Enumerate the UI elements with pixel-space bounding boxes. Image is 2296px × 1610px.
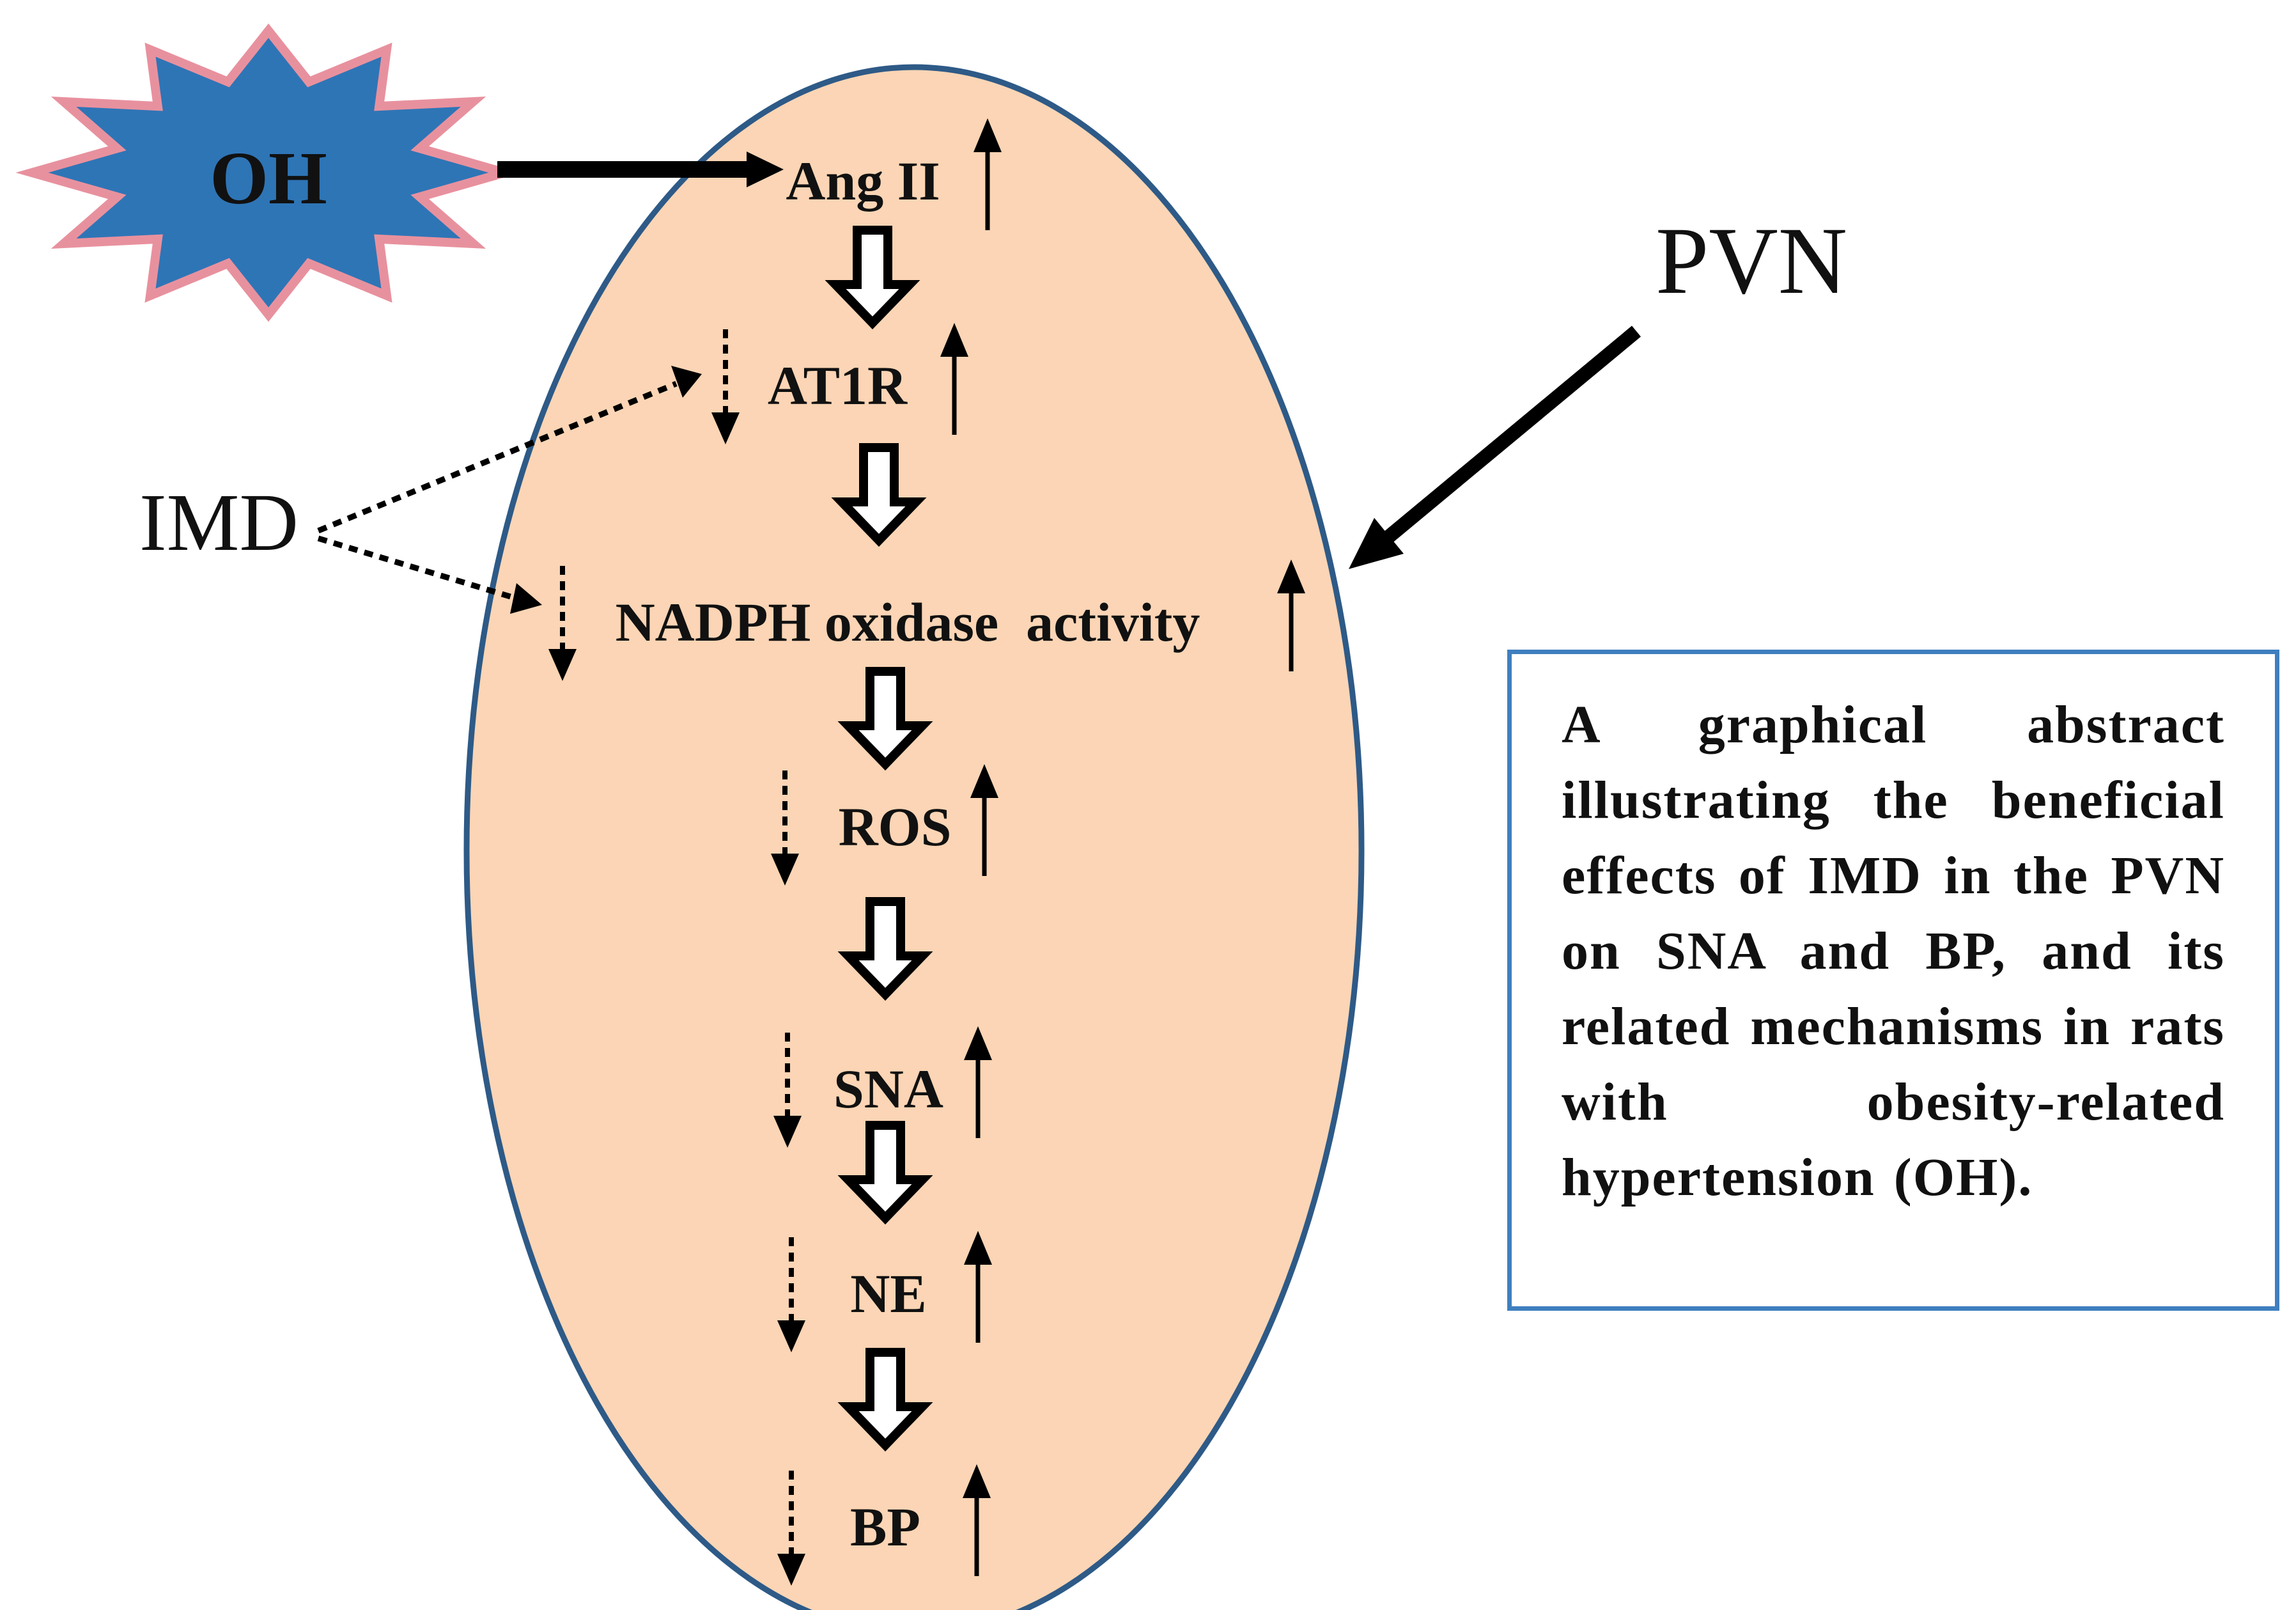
cascade-label-nadph-oxidase-activity: NADPH oxidase activity [616,591,1200,653]
pvn-label: PVN [1656,208,1847,314]
increase-arrowhead-at1r [940,323,968,357]
flow-arrow-sna [837,1121,933,1225]
cascade-label-ang-ii: Ang II [786,150,940,212]
increase-arrowhead-ne [964,1231,992,1265]
flow-arrow-ros [837,897,933,1001]
decrease-arrowhead-ros [771,854,799,886]
cascade-label-at1r: AT1R [768,355,908,416]
imd-dotted-arrow-nadph [317,535,542,614]
increase-arrowhead-sna [964,1026,992,1060]
decrease-arrowhead-at1r [711,412,740,444]
increase-arrowhead-nadph-oxidase-activity [1277,559,1305,593]
increase-arrowhead-ang-ii [973,118,1002,152]
cascade-label-sna: SNA [834,1058,943,1120]
flow-arrow-at1r [831,443,927,547]
flow-arrow-ne [837,1348,933,1452]
oh-label: OH [210,136,327,220]
flow-arrow-ang-ii [825,226,920,330]
cascade-label-bp: BP [850,1496,920,1558]
increase-arrowhead-ros [970,764,998,798]
pvn-region-ellipse [463,64,1365,1610]
decrease-arrowhead-nadph-oxidase-activity [548,649,577,681]
pvn-pointer-arrow [1349,325,1641,569]
oh-starburst: OH [15,23,522,322]
decrease-arrowhead-ne [777,1320,805,1352]
cascade-label-ros: ROS [839,796,952,857]
oh-to-angii-arrow [497,152,784,187]
flow-arrow-nadph-oxidase-activity [837,667,933,771]
imd-label: IMD [139,477,299,568]
imd-dotted-arrow-at1r [317,366,702,534]
cascade-label-ne: NE [850,1263,926,1324]
decrease-arrowhead-sna [773,1116,802,1148]
increase-arrowhead-bp [963,1464,991,1498]
decrease-arrowhead-bp [777,1554,805,1586]
abstract-caption-box: A graphical abstract illustrating the be… [1507,650,2279,1311]
abstract-caption-text: A graphical abstract illustrating the be… [1562,695,2225,1207]
